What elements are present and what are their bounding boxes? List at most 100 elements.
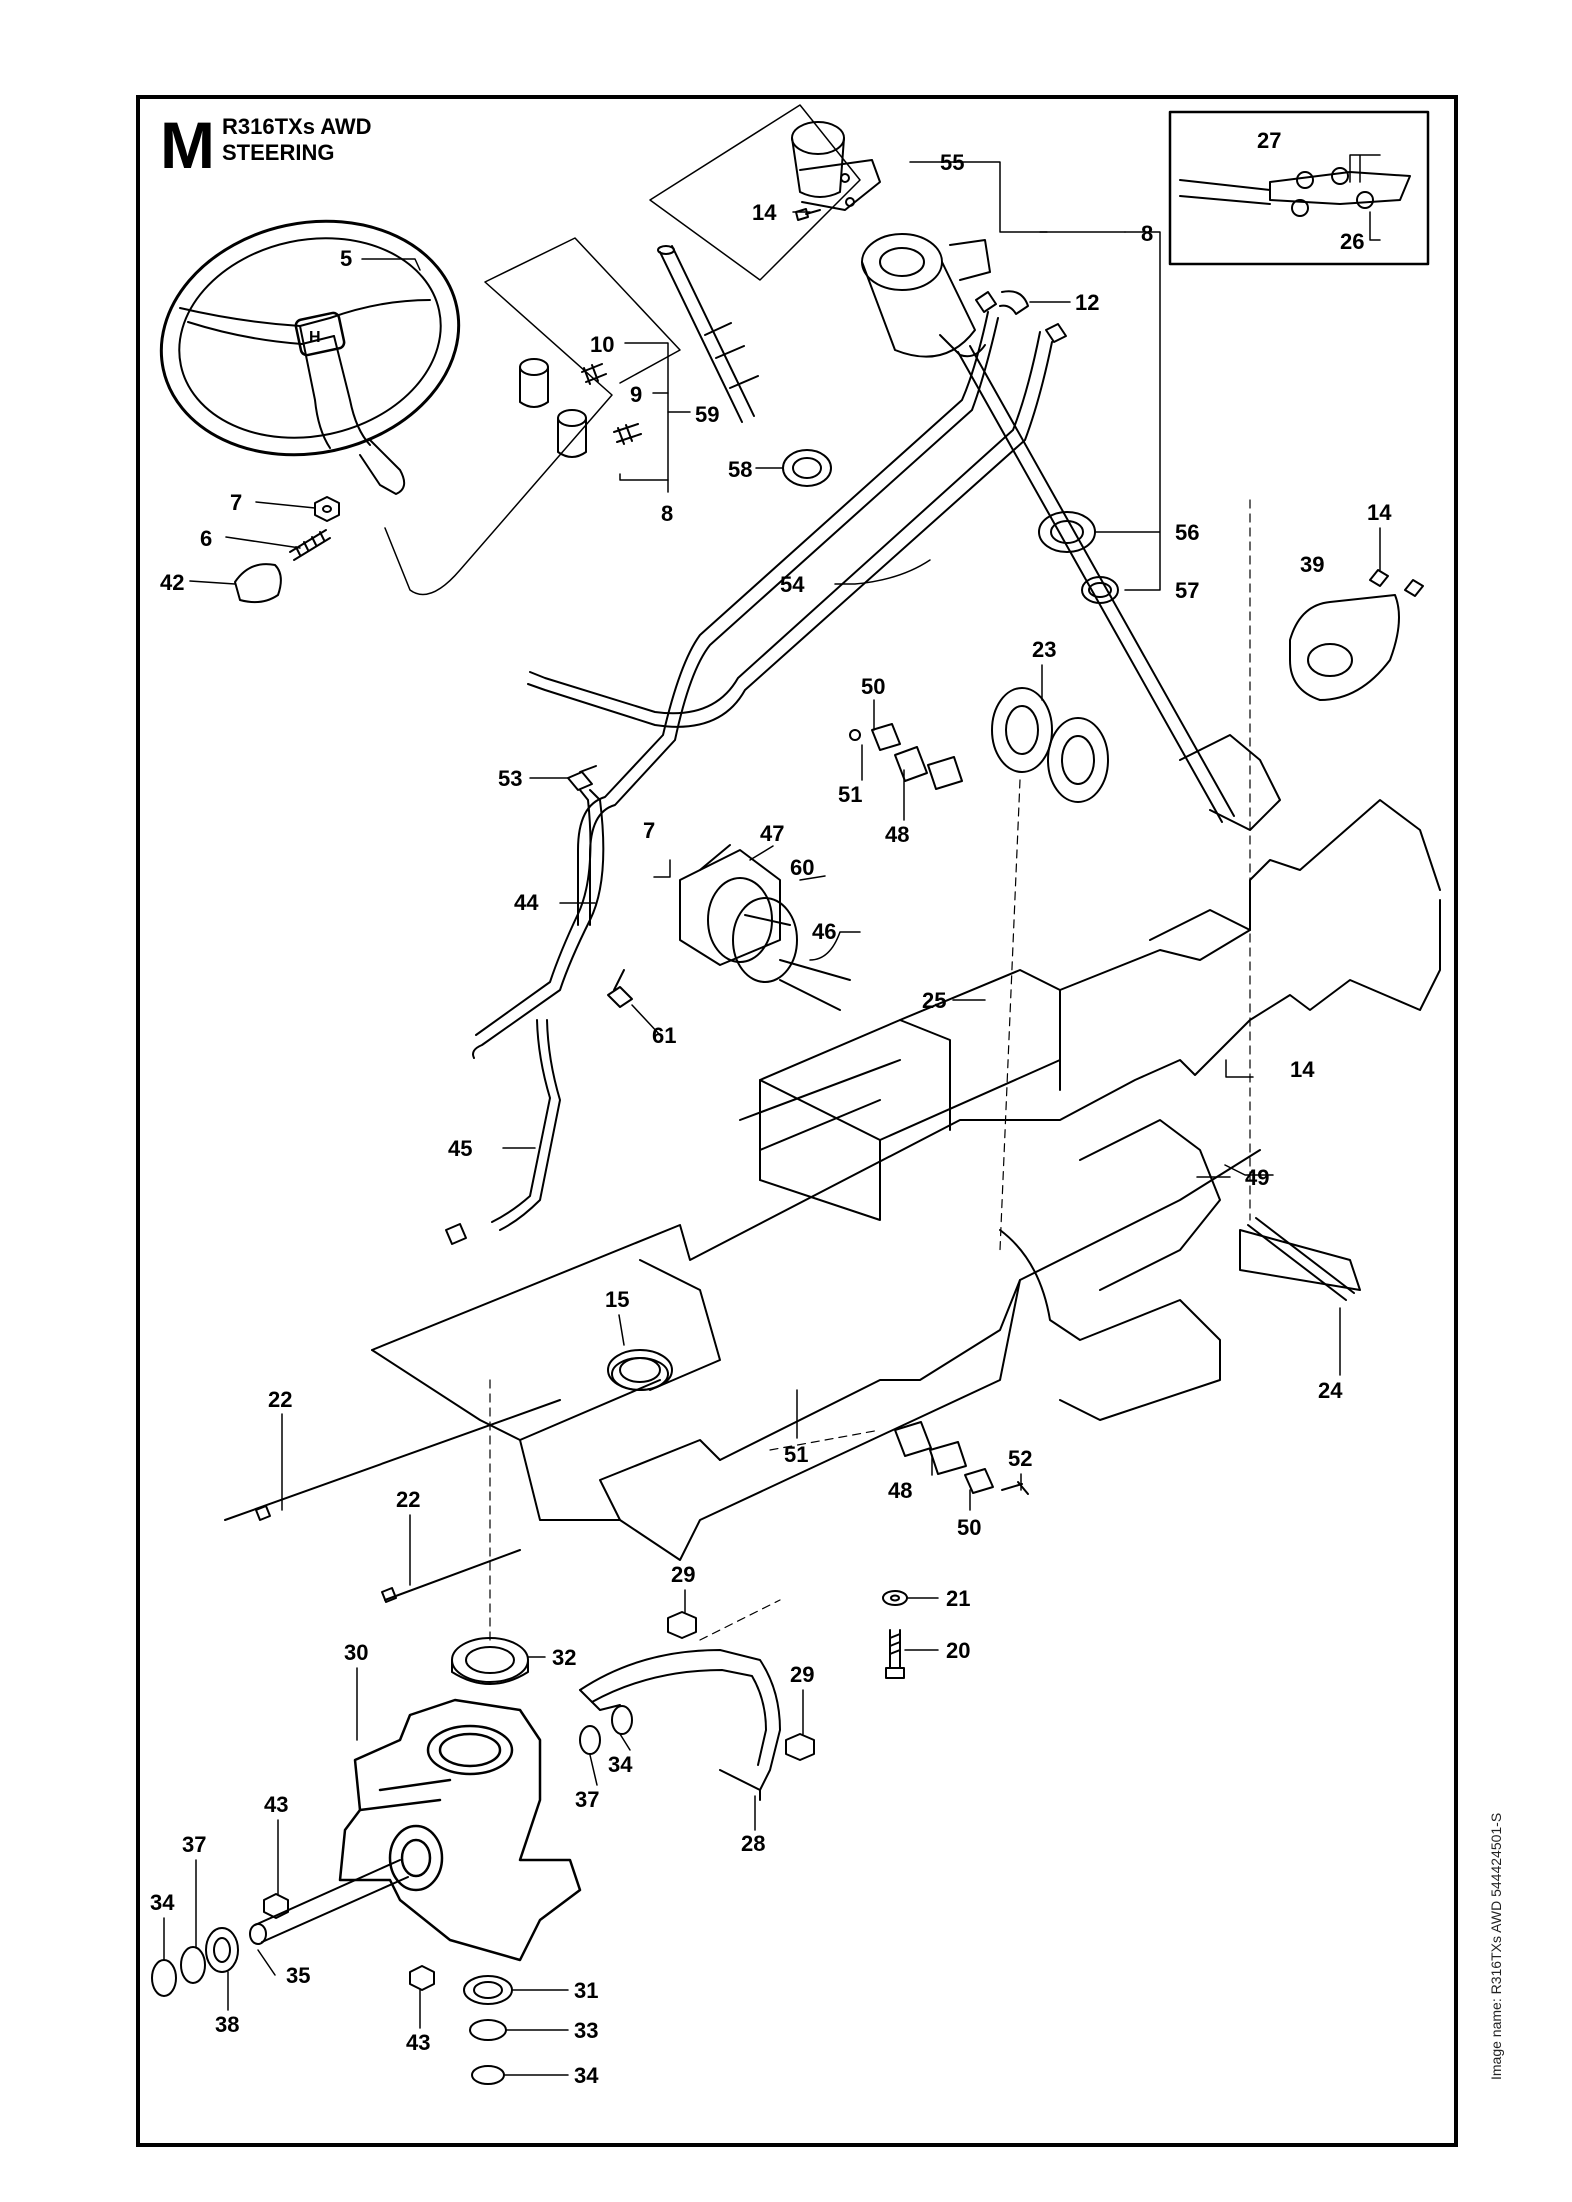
rod-22-lower <box>381 1549 521 1603</box>
ring-34b <box>611 1705 633 1735</box>
nut-29 <box>667 1611 697 1639</box>
shaft-59 <box>657 245 759 423</box>
ring-57 <box>1081 576 1119 604</box>
bearing-58 <box>782 449 832 487</box>
callout-61: 61 <box>652 1023 676 1048</box>
callout-15: 15 <box>605 1287 629 1312</box>
model-title: R316TXs AWD <box>222 114 372 139</box>
callout-20: 20 <box>946 1638 970 1663</box>
group-title: STEERING <box>222 140 335 165</box>
diagram-frame <box>136 95 1458 2147</box>
column-top-55 <box>791 121 881 211</box>
fitting-12 <box>975 290 1067 343</box>
callout-24: 24 <box>1318 1378 1343 1403</box>
leader-lines <box>163 154 1381 2076</box>
hydraulic-motor <box>679 844 851 1011</box>
callout-37: 37 <box>182 1832 206 1857</box>
callout-27: 27 <box>1257 128 1281 153</box>
dashed-centerlines <box>489 499 1251 1641</box>
callout-39: 39 <box>1300 552 1324 577</box>
hydraulic-tube-54 <box>527 311 1053 926</box>
sleeve-9 <box>557 409 642 458</box>
rod-22-upper <box>224 1399 561 1521</box>
bracket-39 <box>1289 569 1424 701</box>
callout-14c: 14 <box>1367 500 1392 525</box>
callout-48b: 48 <box>888 1478 912 1503</box>
callout-14b: 14 <box>1290 1057 1315 1082</box>
callout-42: 42 <box>160 570 184 595</box>
callout-7b: 7 <box>643 818 655 843</box>
callout-51b: 51 <box>784 1442 808 1467</box>
callout-53: 53 <box>498 766 522 791</box>
fitting-53 <box>567 765 597 791</box>
bearing-56 <box>1038 511 1096 553</box>
callout-56: 56 <box>1175 520 1199 545</box>
callout-51: 51 <box>838 782 862 807</box>
callout-57: 57 <box>1175 578 1199 603</box>
bearing-15 <box>607 1349 673 1391</box>
callout-9: 9 <box>630 382 642 407</box>
callout-14: 14 <box>752 200 777 225</box>
callout-7: 7 <box>230 490 242 515</box>
callout-49: 49 <box>1245 1165 1269 1190</box>
callout-45: 45 <box>448 1136 472 1161</box>
callout-5: 5 <box>340 246 352 271</box>
nut-43b <box>409 1965 435 1991</box>
callout-60: 60 <box>790 855 814 880</box>
callout-37b: 37 <box>575 1787 599 1812</box>
steering-valve <box>861 233 991 358</box>
callout-10: 10 <box>590 332 614 357</box>
pulleys-23 <box>991 687 1109 803</box>
bearing-32 <box>451 1637 529 1685</box>
callout-22b: 22 <box>396 1487 420 1512</box>
callout-35: 35 <box>286 1963 310 1988</box>
screw-14-top <box>795 208 821 221</box>
chain-inset <box>1168 110 1430 266</box>
tractor-frame <box>371 734 1441 1561</box>
callout-8b: 8 <box>661 501 673 526</box>
callout-labels: 5 7 6 42 10 9 59 58 8 14 55 8 12 54 56 5… <box>150 128 1392 2088</box>
callout-22: 22 <box>268 1387 292 1412</box>
callout-32: 32 <box>552 1645 576 1670</box>
axle-35 <box>249 1859 409 1945</box>
fitting-61 <box>607 969 633 1008</box>
callout-29b: 29 <box>790 1662 814 1687</box>
callout-21: 21 <box>946 1586 970 1611</box>
callout-26: 26 <box>1340 229 1364 254</box>
bearing-31 <box>463 1975 513 2005</box>
circlip-34 <box>151 1959 177 1997</box>
callout-28: 28 <box>741 1831 765 1856</box>
sleeve-10 <box>519 358 607 408</box>
callout-48: 48 <box>885 822 909 847</box>
svg-text:H: H <box>309 329 321 346</box>
callout-50b: 50 <box>957 1515 981 1540</box>
callout-43b: 43 <box>406 2030 430 2055</box>
callout-33: 33 <box>574 2018 598 2043</box>
callout-34b: 34 <box>608 1752 633 1777</box>
hose-45 <box>445 1019 561 1245</box>
callout-34c: 34 <box>574 2063 599 2088</box>
callout-38: 38 <box>215 2012 239 2037</box>
washer-34c <box>471 2065 505 2085</box>
clip-group-lower <box>894 1421 1029 1495</box>
callout-54: 54 <box>780 572 805 597</box>
callout-23: 23 <box>1032 637 1056 662</box>
bolt-24 <box>1247 1217 1355 1301</box>
callout-29: 29 <box>671 1562 695 1587</box>
callout-31: 31 <box>574 1978 598 2003</box>
callout-34: 34 <box>150 1890 175 1915</box>
circlip-33 <box>469 2019 507 2041</box>
callout-46: 46 <box>812 919 836 944</box>
section-letter: M <box>160 108 215 182</box>
steering-wheel: H <box>159 219 461 495</box>
nut-43 <box>263 1893 289 1919</box>
callout-58: 58 <box>728 457 752 482</box>
callout-47: 47 <box>760 821 784 846</box>
callout-43: 43 <box>264 1792 288 1817</box>
washer-21 <box>882 1590 908 1606</box>
callout-50: 50 <box>861 674 885 699</box>
callout-30: 30 <box>344 1640 368 1665</box>
callout-52: 52 <box>1008 1446 1032 1471</box>
